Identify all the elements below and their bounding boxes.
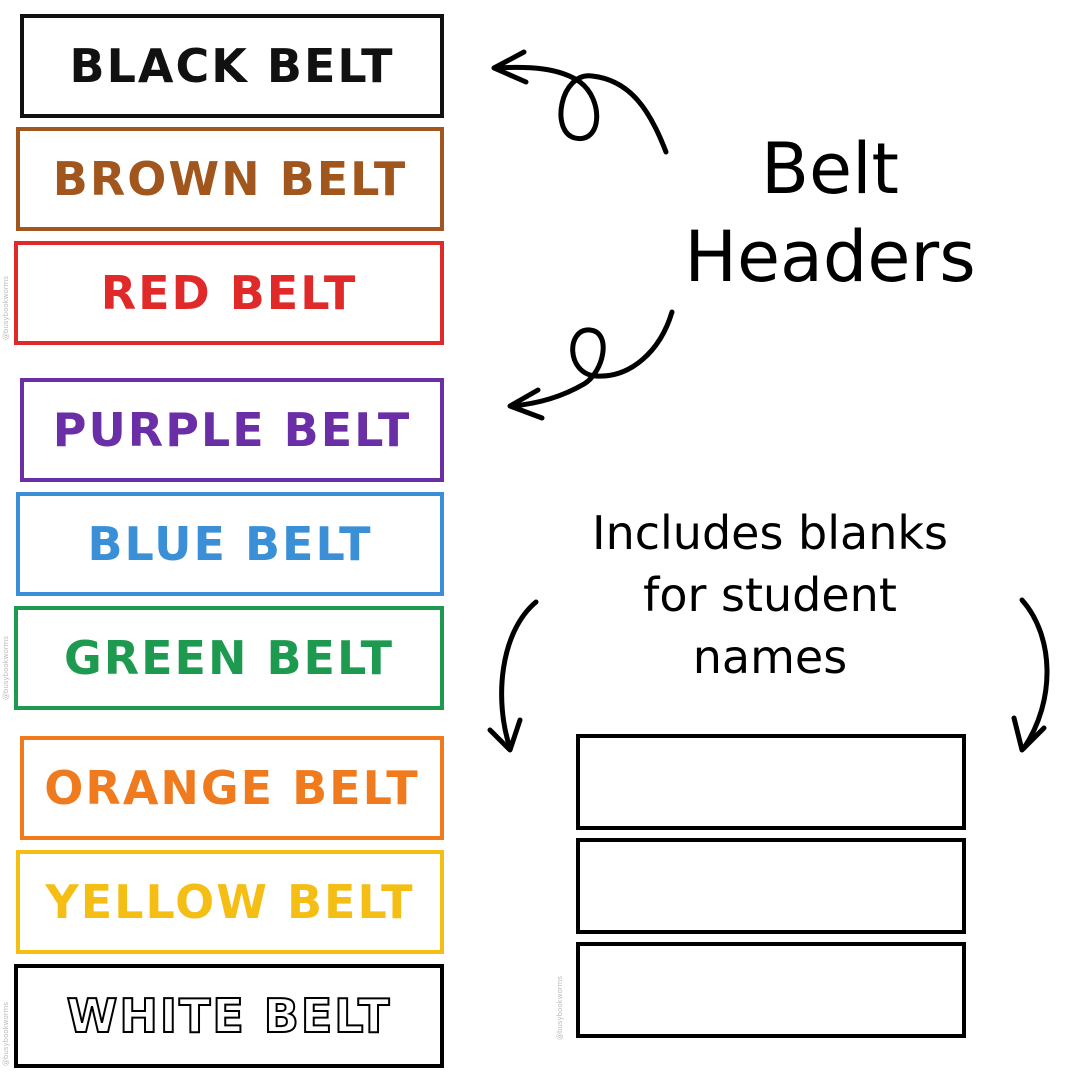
- belt-label-green: GREEN BELT: [63, 631, 395, 685]
- note-line-3: names: [692, 630, 848, 684]
- belt-card-blue: BLUE BELT: [16, 492, 444, 596]
- belt-label-black: BLACK BELT: [69, 39, 395, 93]
- belt-headers-title: Belt Headers: [680, 125, 980, 301]
- blank-name-card-2: [576, 838, 966, 934]
- note-line-2: for student: [643, 568, 897, 622]
- belt-card-yellow: YELLOW BELT: [16, 850, 444, 954]
- belt-card-purple: PURPLE BELT: [20, 378, 444, 482]
- belt-card-red: RED BELT: [14, 241, 444, 345]
- belt-label-blue: BLUE BELT: [87, 517, 373, 571]
- blank-name-card-3: [576, 942, 966, 1038]
- belt-card-orange: ORANGE BELT: [20, 736, 444, 840]
- note-line-1: Includes blanks: [592, 506, 948, 560]
- belt-card-green: GREEN BELT: [14, 606, 444, 710]
- belt-card-white: WHITE BELT: [14, 964, 444, 1068]
- heading-line-2: Headers: [684, 216, 976, 298]
- belt-label-orange: ORANGE BELT: [44, 761, 420, 815]
- belt-card-brown: BROWN BELT: [16, 127, 444, 231]
- belt-label-white: WHITE BELT: [66, 988, 392, 1044]
- belt-label-purple: PURPLE BELT: [52, 403, 412, 457]
- belt-label-yellow: YELLOW BELT: [45, 875, 415, 929]
- blanks-note: Includes blanks for student names: [560, 502, 980, 688]
- belt-label-red: RED BELT: [100, 266, 358, 320]
- heading-line-1: Belt: [761, 128, 899, 210]
- belt-card-black: BLACK BELT: [20, 14, 444, 118]
- belt-label-brown: BROWN BELT: [52, 152, 408, 206]
- blank-name-card-1: [576, 734, 966, 830]
